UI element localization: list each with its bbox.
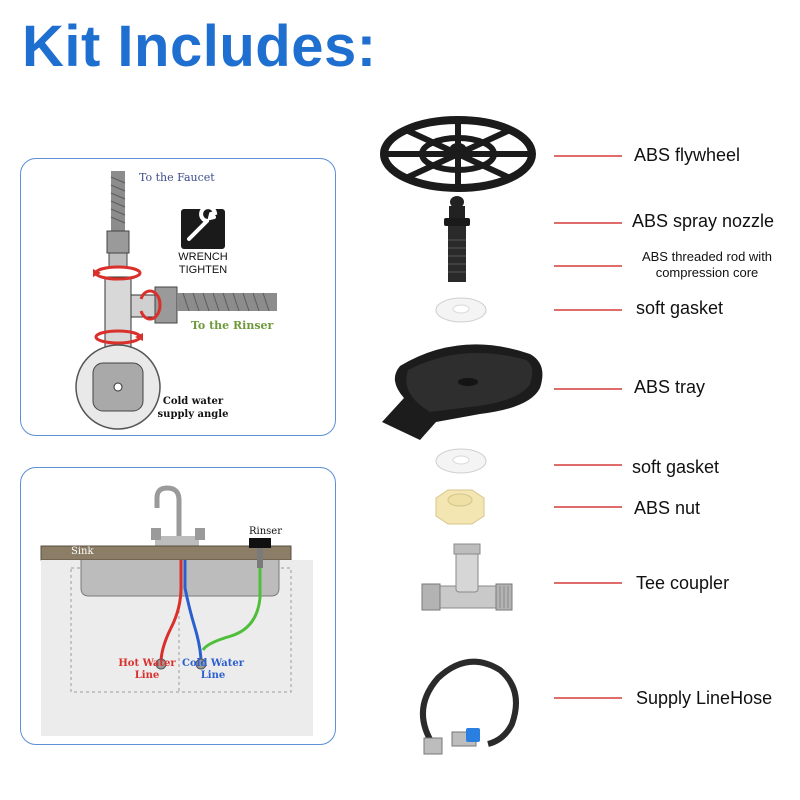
gasket-pointer-2	[554, 464, 622, 466]
part-label-spray-nozzle: ABS spray nozzle	[632, 211, 775, 231]
part-label-tray: ABS tray	[634, 377, 706, 397]
part-label-soft-gasket-1: soft gasket	[636, 298, 724, 318]
part-label-nut: ABS nut	[634, 498, 701, 518]
supply-hose-pointer	[554, 697, 622, 699]
page-title: Kit Includes:	[22, 14, 377, 79]
hot-water-line-label: Hot Water Line	[118, 658, 176, 681]
to-rinser-label: To the Rinser	[191, 319, 274, 332]
cold-supply-label: Cold water supply angle	[157, 396, 229, 420]
part-label-threaded-rod: ABS threaded rod with compression core	[641, 249, 773, 280]
to-faucet-label: To the Faucet	[139, 171, 215, 184]
spray-nozzle-icon	[432, 194, 482, 293]
nut-pointer	[554, 506, 622, 508]
supply-hose-icon	[408, 650, 528, 765]
sink-label: Sink	[71, 546, 94, 557]
sink-diagram-panel: Sink Rinser Hot Water Line Cold Water Li…	[20, 467, 336, 745]
gasket-pointer-1	[554, 309, 622, 311]
tray-icon	[380, 336, 550, 447]
flywheel-pointer	[554, 155, 622, 157]
nut-icon	[430, 486, 490, 533]
spray-nozzle-pointer	[554, 222, 622, 224]
part-label-supply-hose: Supply LineHose	[636, 688, 773, 708]
wrench-tighten-label: WRENCH TIGHTEN	[178, 251, 228, 276]
cold-water-line-label: Cold Water Line	[182, 658, 244, 681]
tray-pointer	[554, 388, 622, 390]
tee-coupler-icon	[418, 540, 518, 635]
rinser-label: Rinser	[249, 526, 282, 537]
tee-coupler-pointer	[554, 582, 622, 584]
flywheel-icon	[378, 112, 538, 201]
threaded-rod-pointer	[554, 265, 622, 267]
part-label-tee-coupler: Tee coupler	[636, 573, 730, 593]
gasket-icon	[434, 447, 488, 480]
installation-diagram-panel: To the Faucet WRENCH TIGHTEN To the Rins…	[20, 158, 336, 436]
part-label-soft-gasket-2: soft gasket	[632, 457, 720, 477]
part-label-flywheel: ABS flywheel	[634, 145, 741, 165]
gasket-icon	[434, 296, 488, 329]
